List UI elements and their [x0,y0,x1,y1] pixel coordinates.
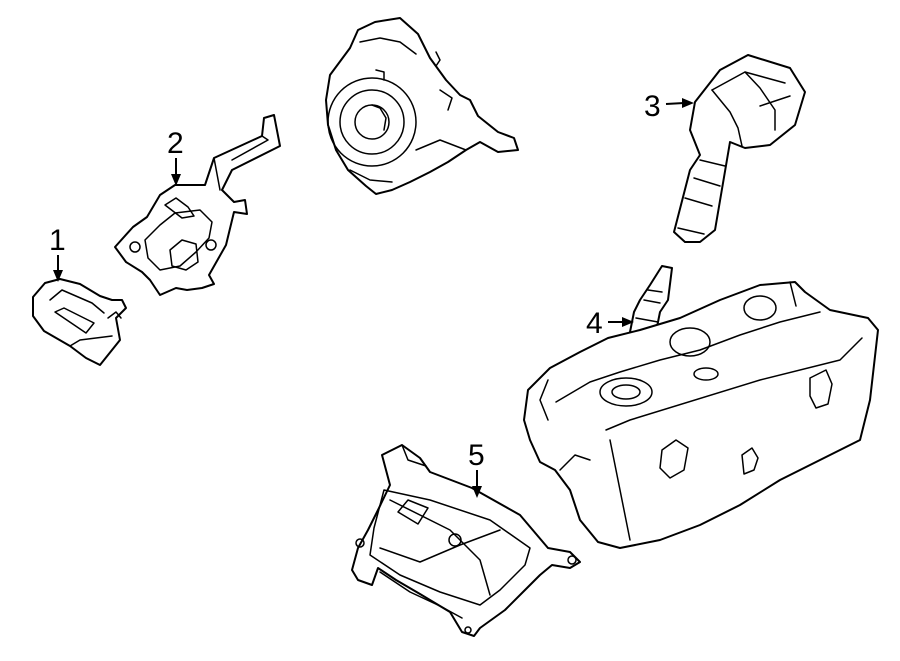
callout-label-2: 2 [167,127,184,160]
part-1-module[interactable] [32,278,127,366]
part-5-control-module[interactable] [351,444,581,637]
callout-label-5: 5 [468,439,485,472]
part-3-ignition-coil[interactable] [673,54,806,243]
housing-top[interactable] [325,17,519,195]
callout-label-4: 4 [586,307,603,340]
callout-label-1: 1 [49,224,66,257]
valve-cover[interactable] [523,281,879,549]
callout-5: 5 [468,439,485,498]
callout-2: 2 [167,127,184,186]
callout-1: 1 [49,224,66,282]
callout-4: 4 [586,307,634,340]
part-2-bracket[interactable] [114,114,281,296]
callout-3: 3 [644,90,694,123]
callout-label-3: 3 [644,90,661,123]
